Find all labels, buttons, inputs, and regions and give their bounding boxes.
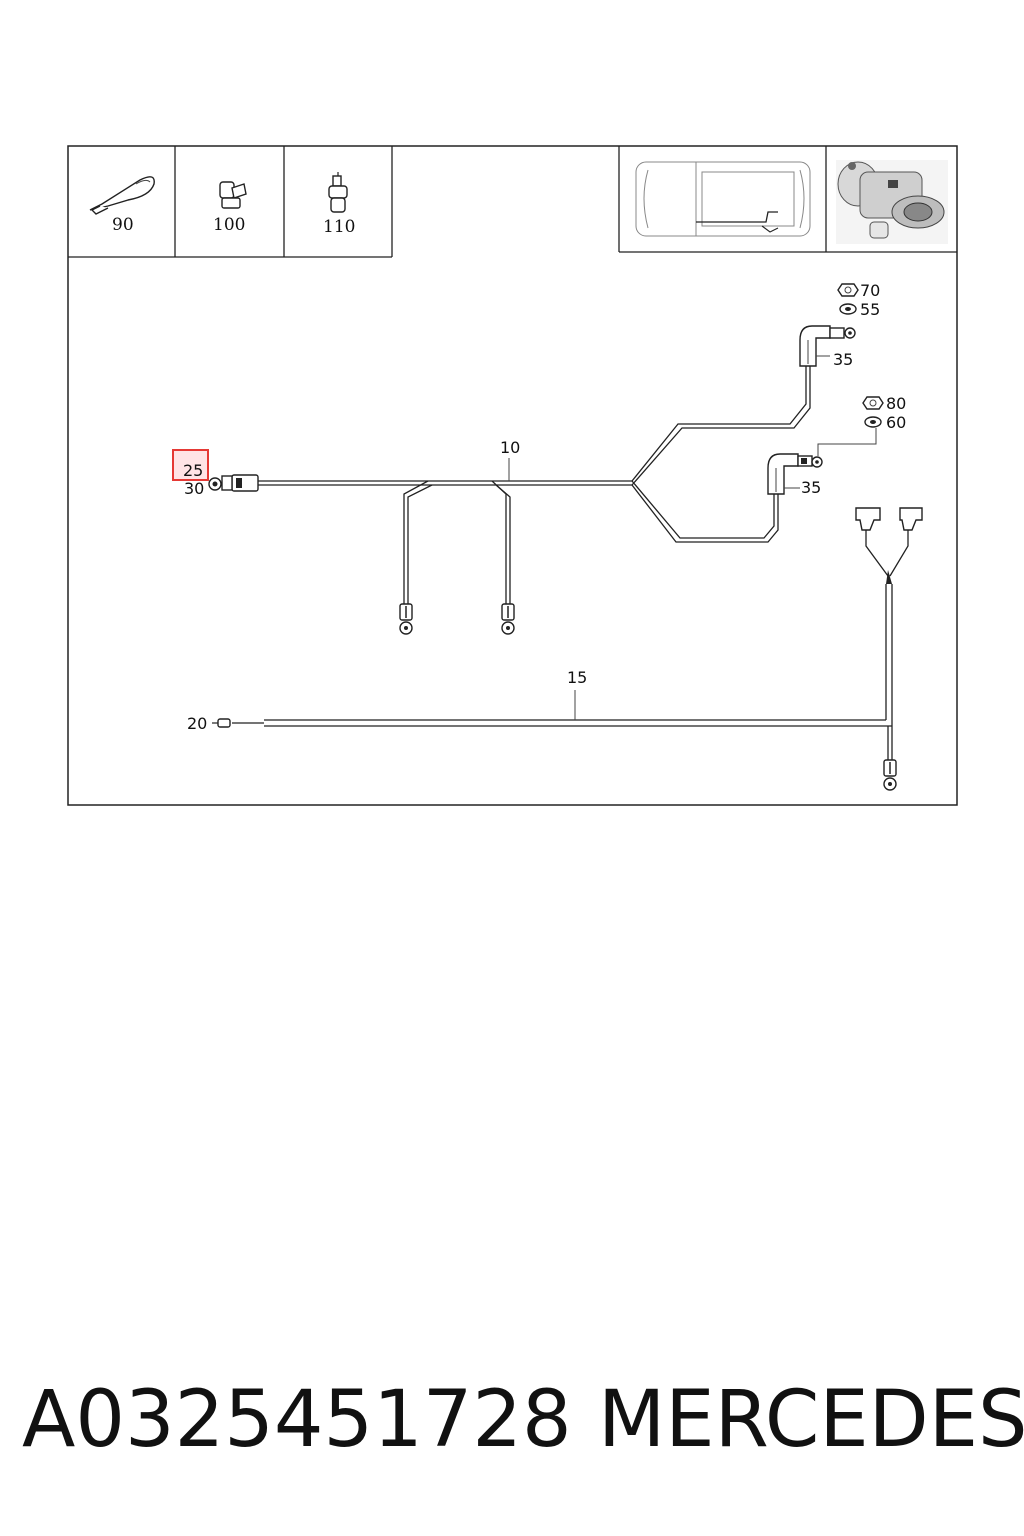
holder-clip-icon — [328, 172, 348, 213]
callout-100: 100 — [213, 215, 245, 235]
nut-icon-70 — [837, 283, 859, 297]
angled-boot-upper — [799, 325, 856, 367]
ring-terminal-left — [399, 603, 413, 635]
callout-70: 70 — [860, 281, 880, 300]
plug-connector — [221, 474, 259, 492]
callout-20: 20 — [187, 714, 207, 733]
callout-80: 80 — [886, 394, 906, 413]
cable-tie-icon — [89, 176, 155, 215]
grommet-icon — [208, 477, 222, 491]
callout-90: 90 — [112, 215, 134, 235]
part-caption: A0325451728 MERCEDES — [0, 1370, 1024, 1470]
accessory-panel: 90 100 110 — [68, 146, 393, 258]
clip-icon — [219, 181, 247, 209]
part-number: A0325451728 — [22, 1375, 572, 1465]
callout-55: 55 — [860, 300, 880, 319]
boot-connector-right — [899, 507, 923, 531]
boot-connector-left — [855, 507, 881, 531]
callout-30: 30 — [184, 479, 204, 498]
callout-35-lower: 35 — [801, 478, 821, 497]
brand-name: MERCEDES — [598, 1375, 1024, 1465]
ring-terminal-right — [501, 603, 515, 635]
secondary-harness — [264, 528, 909, 760]
highlight-box-25 — [172, 449, 209, 481]
callout-35-upper: 35 — [833, 350, 853, 369]
callout-60: 60 — [886, 413, 906, 432]
washer-icon-60 — [864, 416, 882, 428]
nut-icon-80 — [862, 396, 884, 410]
callout-10: 10 — [500, 438, 520, 457]
diagram-frame — [67, 145, 958, 806]
callout-15: 15 — [567, 668, 587, 687]
washer-icon-55 — [839, 303, 857, 315]
location-panel — [618, 146, 957, 253]
main-harness — [258, 366, 811, 606]
pin-terminal-20 — [212, 718, 264, 728]
vehicle-outline-icon — [635, 161, 811, 237]
angled-boot-lower — [767, 428, 877, 495]
callout-110: 110 — [323, 217, 355, 237]
component-location-icon — [836, 160, 948, 244]
ring-terminal-bottom — [883, 759, 897, 791]
callout-25: 25 — [183, 461, 203, 480]
